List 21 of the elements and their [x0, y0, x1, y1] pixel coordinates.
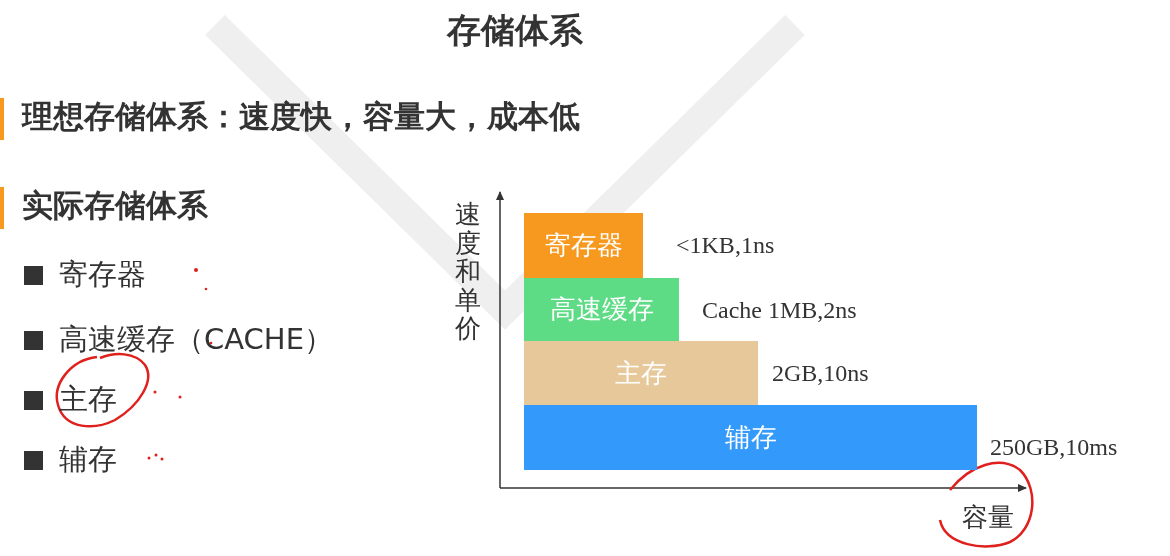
spec-label: <1KB,1ns — [676, 232, 775, 259]
axis-label: 速度和单价 — [455, 200, 481, 343]
storage-level-bar — [524, 278, 679, 341]
bar-label: 辅存 — [724, 421, 777, 454]
bullet-item: 辅存 — [59, 441, 117, 478]
storage-level-bar — [524, 341, 758, 405]
spec-label: Cache 1MB,2ns — [702, 297, 857, 324]
bar-label: 高速缓存 — [549, 293, 654, 326]
section-heading: 实际存储体系 — [22, 186, 208, 225]
section-heading: 理想存储体系：速度快，容量大，成本低 — [22, 97, 580, 136]
bullet-item: 主存 — [59, 381, 117, 418]
bar-label: 主存 — [615, 356, 667, 390]
bullet-item: 寄存器 — [59, 256, 146, 293]
storage-level-bar — [524, 405, 977, 470]
storage-level-bar — [524, 213, 643, 278]
slide-title: 存储体系 — [445, 9, 584, 52]
bar-label: 寄存器 — [544, 229, 623, 262]
spec-label: 250GB,10ms — [990, 434, 1118, 461]
bullet-item: 高速缓存（CACHE） — [59, 321, 333, 358]
spec-label: 2GB,10ns — [772, 360, 869, 387]
axis-label: 容量 — [962, 501, 1014, 534]
